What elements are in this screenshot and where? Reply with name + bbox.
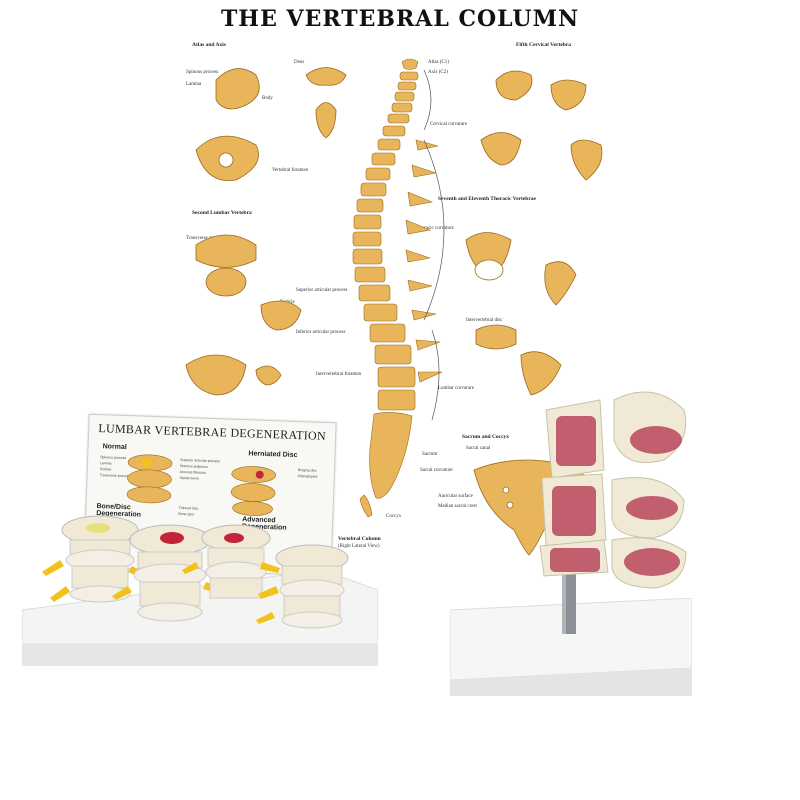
poster-title: THE VERTEBRAL COLUMN xyxy=(220,6,580,32)
heading-fifth-cervical: Fifth Cervical Vertebra xyxy=(516,42,571,48)
label-dens: Dens xyxy=(294,60,305,65)
label-cervical-curv: Cervical curvature xyxy=(430,122,468,127)
heading-thoracic: Seventh and Eleventh Thoracic Vertebrae xyxy=(438,196,536,202)
label-median-crest: Median sacral crest xyxy=(438,504,477,509)
lumbar-illustration xyxy=(185,234,302,396)
heading-vertebral-column: Vertebral Column xyxy=(338,536,381,542)
subcaption: (Right Lateral View) xyxy=(338,544,380,549)
label-atlas: Atlas (C1) xyxy=(428,60,449,65)
label-body: Body xyxy=(262,96,273,101)
heading-second-lumbar: Second Lumbar Vertebra xyxy=(192,210,252,216)
poster-illustrations xyxy=(185,58,603,556)
label-axis: Axis (C2) xyxy=(428,70,448,75)
label-lumbar-curv: Lumbar curvature xyxy=(438,386,474,391)
label-transverse: Transverse process xyxy=(186,236,225,241)
heading-atlas-axis: Atlas and Axis xyxy=(192,42,226,48)
label-lamina: Lamina xyxy=(186,82,202,87)
label-thoracic-curv: Thoracic curvature xyxy=(416,226,454,231)
thoracic-illustration xyxy=(465,232,577,396)
label-disc: Intervertebral disc xyxy=(466,318,503,323)
label-sacral-canal: Sacral canal xyxy=(466,446,491,451)
spinal-column-illustration xyxy=(352,58,443,518)
label-superior-articular: Superior articular process xyxy=(296,288,348,293)
cervical-illustration xyxy=(480,70,603,181)
card-illustrations xyxy=(126,454,277,516)
lumbar-degeneration-card: LUMBAR VERTEBRAE DEGENERATION Normal Her… xyxy=(83,413,337,577)
label-sacrum: Sacrum xyxy=(422,452,438,457)
label-spinous: Spinous process xyxy=(186,70,219,75)
label-iv-foramen: Intervertebral foramen xyxy=(316,372,362,377)
label-coccyx: Coccyx xyxy=(386,514,402,519)
label-sacral-curv: Sacral curvature xyxy=(420,468,453,473)
label-vertebral-foramen: Vertebral foramen xyxy=(272,168,309,173)
curvature-brackets xyxy=(423,69,445,421)
label-inferior-articular: Inferior articular process xyxy=(296,330,346,335)
heading-sacrum-coccyx: Sacrum and Coccyx xyxy=(462,434,510,440)
sacrum-illustration xyxy=(473,459,585,556)
atlas-illustration xyxy=(195,67,347,182)
label-auricular: Auricular surface xyxy=(438,494,473,499)
model-base-left xyxy=(22,570,378,666)
model-base-right xyxy=(450,598,692,696)
